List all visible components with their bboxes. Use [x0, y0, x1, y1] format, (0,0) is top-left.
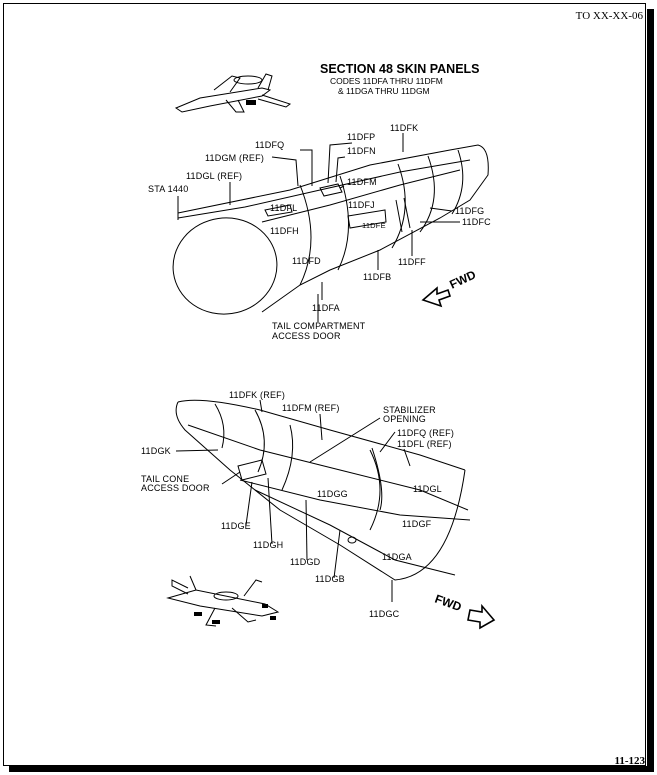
fwd-arrow-icon-bottom: FWD [433, 592, 496, 630]
label-11dfd: 11DFD [292, 256, 321, 266]
figure-subtitle-1: CODES 11DFA THRU 11DFM [330, 76, 443, 86]
label-11dfn: 11DFN [347, 146, 376, 156]
label-tail-cone: TAIL CONE [141, 474, 189, 484]
fwd-label-bottom: FWD [433, 592, 464, 615]
fwd-arrow-icon-top: FWD [421, 267, 478, 308]
label-11dfh: 11DFH [270, 226, 299, 236]
page-shadow-right [647, 9, 654, 771]
label-11dgg: 11DGG [317, 489, 348, 499]
label-opening: OPENING [383, 414, 426, 424]
lower-fuselage-section [175, 399, 471, 581]
manual-page [3, 3, 646, 766]
figure-title: SECTION 48 SKIN PANELS [320, 62, 480, 76]
label-11dfl: 11DFL [270, 203, 297, 213]
aircraft-locator-icon-top [174, 73, 292, 113]
label-sta-1440: STA 1440 [148, 184, 188, 194]
label-11dfq: 11DFQ [255, 140, 284, 150]
label-11dgh: 11DGH [253, 540, 283, 550]
page-number: 11-123 [614, 755, 645, 767]
aircraft-locator-icon-bottom [166, 575, 280, 627]
label-11dgd: 11DGD [290, 557, 321, 567]
label-11dgb: 11DGB [315, 574, 345, 584]
label-11dfg: 11DFG [455, 206, 484, 216]
label-11dff: 11DFF [398, 257, 426, 267]
label-tail-cone-access-door: ACCESS DOOR [141, 483, 210, 493]
label-stabilizer: STABILIZER [383, 405, 436, 415]
label-11dfp: 11DFP [347, 132, 375, 142]
label-11dgk: 11DGK [141, 446, 171, 456]
label-11dfe: 11DFE [362, 221, 386, 230]
document-number: TO XX-XX-06 [575, 10, 643, 22]
fwd-label-top: FWD [447, 267, 478, 291]
label-11dge: 11DGE [221, 521, 251, 531]
lower-leader-lines [175, 399, 411, 602]
page-shadow-bottom [9, 766, 654, 772]
figure-subtitle-2: & 11DGA THRU 11DGM [338, 86, 430, 96]
label-11dfk: 11DFK [390, 123, 418, 133]
label-tail-compartment: TAIL COMPARTMENT [272, 321, 366, 331]
upper-leader-lines [177, 133, 460, 322]
label-11dfm: 11DFM [347, 177, 377, 187]
label-11dfq-ref: 11DFQ (REF) [397, 428, 454, 438]
label-11dfm-ref: 11DFM (REF) [282, 403, 340, 413]
label-11dgl: 11DGL [413, 484, 442, 494]
label-11dfk-ref: 11DFK (REF) [229, 390, 285, 400]
label-11dfj: 11DFJ [348, 200, 375, 210]
label-access-door: ACCESS DOOR [272, 331, 341, 341]
label-11dgm-ref: 11DGM (REF) [205, 153, 264, 163]
label-11dfb: 11DFB [363, 272, 391, 282]
label-11dfl-ref: 11DFL (REF) [397, 439, 452, 449]
label-11dfa: 11DFA [312, 303, 340, 313]
label-11dgc: 11DGC [369, 609, 400, 619]
label-11dfc: 11DFC [462, 217, 491, 227]
label-11dgl-ref: 11DGL (REF) [186, 171, 242, 181]
label-11dgf: 11DGF [402, 519, 432, 529]
label-11dga: 11DGA [382, 552, 412, 562]
